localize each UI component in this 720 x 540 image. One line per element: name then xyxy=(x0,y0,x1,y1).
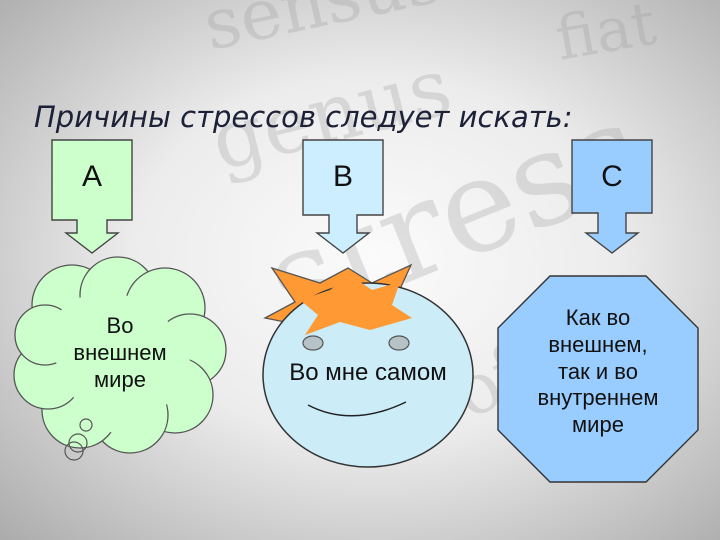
label-both-worlds: Как во внешнем, так и во внутреннем мире xyxy=(500,305,696,439)
label-line: внешнем, xyxy=(548,331,648,357)
label-line: внутреннем xyxy=(537,385,659,411)
label-in-myself: Во мне самом xyxy=(250,358,486,387)
left-eye xyxy=(302,335,324,351)
label-line: внешнем xyxy=(73,339,167,365)
label-line: Как во xyxy=(565,305,631,330)
cloud-tail-bubbles xyxy=(64,418,93,461)
callout-box-a xyxy=(51,139,133,254)
callout-box-c xyxy=(571,139,653,254)
letter-b: B xyxy=(332,160,353,193)
slide-title: Причины стрессов следует искать: xyxy=(34,100,573,134)
thought-cloud xyxy=(13,256,227,454)
label-line: мире xyxy=(572,412,624,438)
label-external-world: Во внешнем мире xyxy=(40,313,200,393)
letter-a: A xyxy=(81,160,102,193)
letter-c: C xyxy=(601,160,623,193)
smile-mouth xyxy=(307,401,407,417)
spiky-hair-front xyxy=(300,275,412,335)
label-line: Во xyxy=(106,313,134,338)
right-eye xyxy=(388,335,410,351)
callout-box-b xyxy=(302,139,384,254)
label-line: так и во xyxy=(558,358,638,384)
label-line: Во мне самом xyxy=(289,359,447,386)
octagon-shape xyxy=(497,275,699,483)
label-line: мире xyxy=(94,366,146,392)
